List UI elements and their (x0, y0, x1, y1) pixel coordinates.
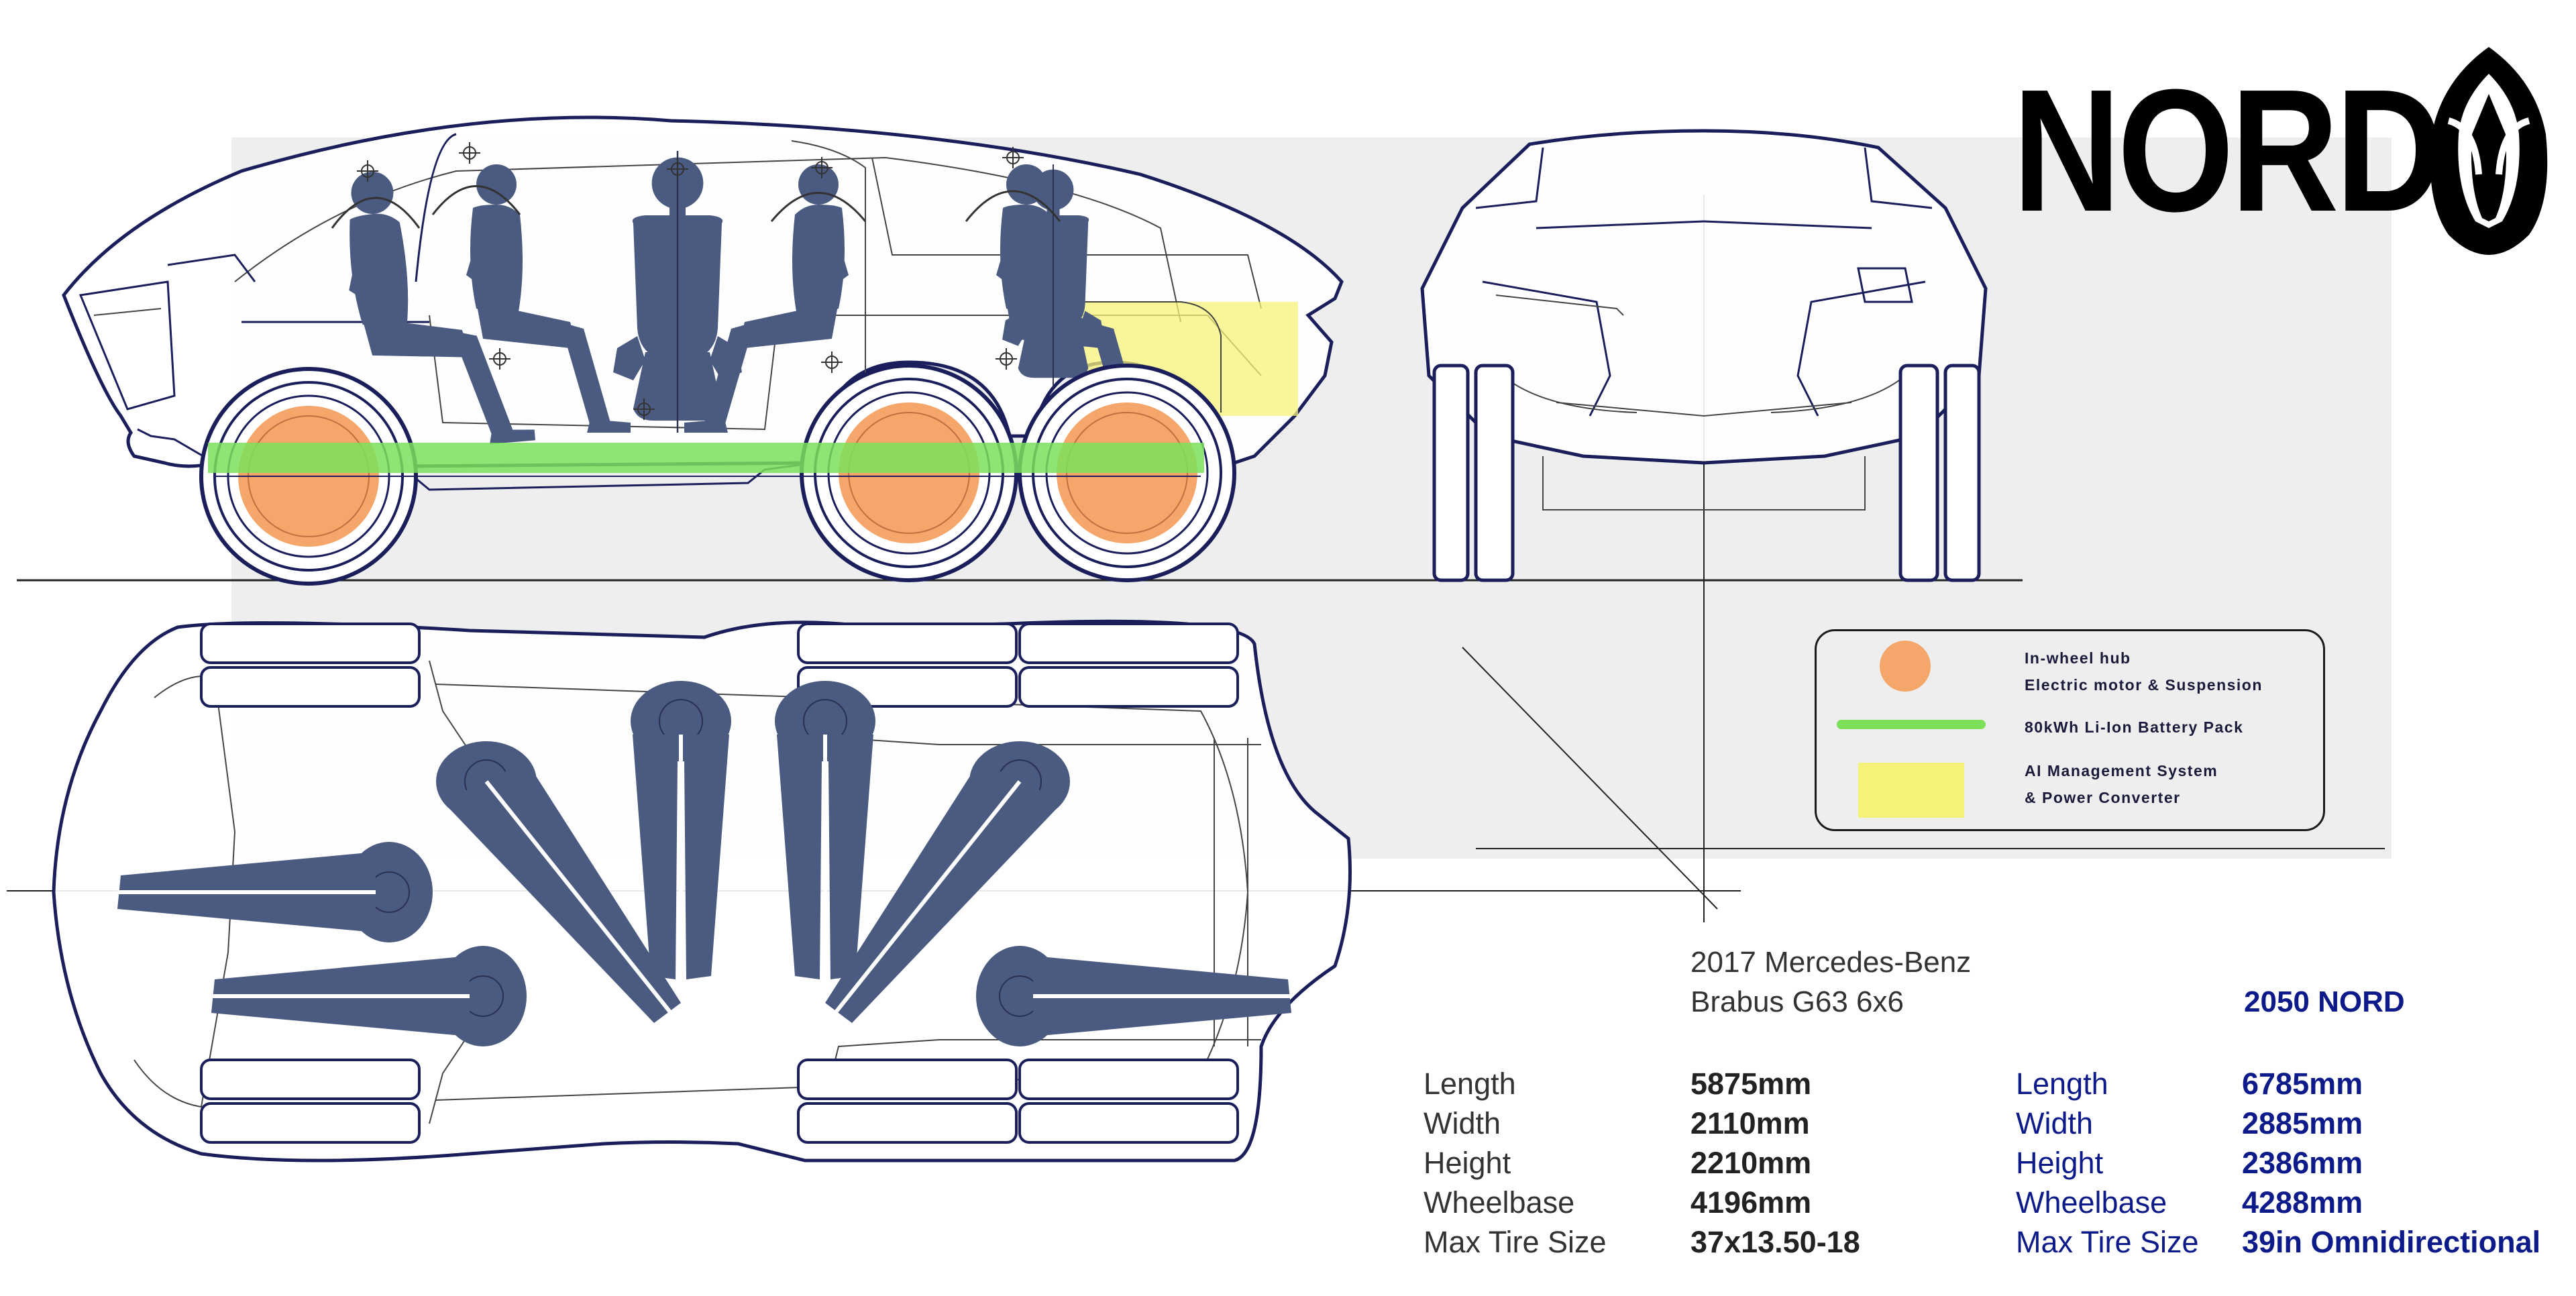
nord-spec-label: Width (2016, 1106, 2094, 1140)
top-view (52, 619, 1352, 1163)
legend-hub-line2: Electric motor & Suspension (2025, 676, 2263, 694)
nord-emblem-icon (2430, 47, 2548, 255)
legend-ai-line1: AI Management System (2025, 762, 2218, 779)
reference-spec-value: 2110mm (1690, 1106, 1810, 1140)
reference-spec-value: 37x13.50-18 (1690, 1225, 1860, 1259)
reference-spec-value: 4196mm (1690, 1185, 1812, 1220)
nord-spec-label: Max Tire Size (2016, 1225, 2199, 1259)
nord-spec-value: 2386mm (2242, 1146, 2363, 1180)
legend-battery-swatch (1837, 720, 1986, 729)
legend (1815, 629, 2325, 831)
reference-spec-label: Width (1424, 1106, 1501, 1140)
reference-spec-value: 5875mm (1690, 1067, 1812, 1101)
nord-spec-value: 6785mm (2242, 1067, 2363, 1101)
nord-logo-text: NORD (2012, 54, 2444, 248)
reference-spec-label: Wheelbase (1424, 1185, 1575, 1220)
legend-ai-line2: & Power Converter (2025, 789, 2181, 806)
side-view (62, 115, 1344, 586)
legend-hub-line1: In-wheel hub (2025, 649, 2131, 667)
reference-title-line2: Brabus G63 6x6 (1690, 985, 1904, 1018)
nord-spec-label: Length (2016, 1067, 2108, 1101)
reference-spec-label: Height (1424, 1146, 1511, 1180)
legend-battery: 80kWh Li-Ion Battery Pack (2025, 718, 2244, 736)
front-view (1420, 129, 1988, 582)
reference-spec-value: 2210mm (1690, 1146, 1812, 1180)
reference-spec-label: Max Tire Size (1424, 1225, 1607, 1259)
nord-spec-value: 39in Omnidirectional (2242, 1225, 2541, 1259)
reference-title-line1: 2017 Mercedes-Benz (1690, 946, 1972, 979)
nord-spec-value: 4288mm (2242, 1185, 2363, 1220)
reference-spec-label: Length (1424, 1067, 1516, 1101)
nord-spec-label: Height (2016, 1146, 2104, 1180)
legend-hub-swatch (1880, 641, 1931, 692)
nord-spec-value: 2885mm (2242, 1106, 2363, 1140)
battery-pack (208, 443, 1204, 473)
nord-spec-label: Wheelbase (2016, 1185, 2167, 1220)
legend-ai-swatch (1858, 763, 1964, 818)
nord-title: 2050 NORD (2244, 985, 2405, 1018)
